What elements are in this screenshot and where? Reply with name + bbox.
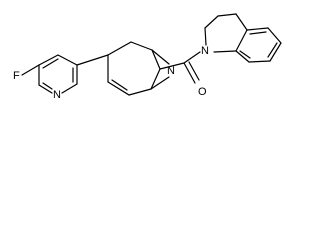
carbonyl-oxygen-label: O — [198, 86, 207, 98]
bond — [21, 64, 40, 76]
bond — [159, 62, 185, 70]
bond — [235, 29, 248, 52]
bond — [151, 49, 170, 65]
bond — [128, 88, 152, 96]
bond — [111, 79, 128, 91]
bond — [183, 62, 196, 84]
bond — [150, 68, 161, 90]
bond — [213, 50, 237, 53]
bond — [151, 49, 161, 70]
bond — [42, 58, 59, 69]
bond — [204, 15, 219, 29]
bond — [246, 27, 269, 31]
pyridine-nitrogen-label: N — [53, 89, 61, 101]
bonds — [21, 13, 282, 96]
bond — [204, 27, 207, 46]
bond — [267, 42, 278, 58]
bond — [188, 61, 200, 81]
bridge-nitrogen-label: N — [167, 65, 175, 77]
bond — [235, 13, 248, 31]
chemical-structure-diagram: F N N O N — [13, 13, 282, 101]
bond — [130, 41, 153, 51]
bond — [38, 84, 53, 94]
bond — [107, 41, 132, 56]
bond — [248, 60, 271, 63]
bond — [235, 50, 250, 63]
bond — [249, 31, 267, 35]
atom-labels: F N N O N — [13, 45, 209, 101]
quinoline-nitrogen-label: N — [201, 45, 209, 57]
bond — [76, 54, 109, 66]
bond — [38, 54, 59, 66]
bond — [42, 82, 53, 90]
bond — [269, 42, 282, 62]
bond — [57, 54, 78, 66]
bond — [183, 51, 201, 64]
bond — [267, 27, 282, 44]
bond — [217, 13, 237, 17]
bond — [61, 83, 78, 94]
bond — [107, 81, 130, 96]
fluorine-label: F — [13, 70, 20, 82]
bond — [150, 76, 170, 90]
bond — [239, 50, 251, 59]
